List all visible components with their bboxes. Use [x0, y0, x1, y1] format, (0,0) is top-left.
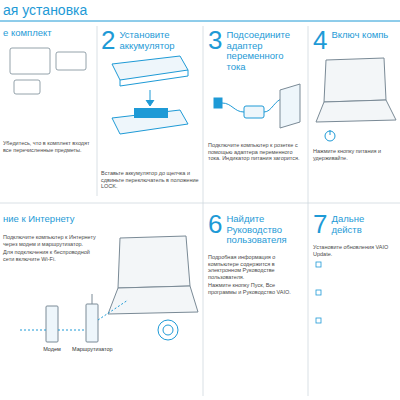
step-heading: е комплект: [3, 26, 52, 39]
step-panel: 2Установите аккумуляторВставьте аккумуля…: [101, 28, 199, 190]
step-body: Убедитесь, что в комплект входят все пер…: [3, 39, 93, 154]
step-number: 3: [208, 28, 222, 52]
step-body: Вставьте аккумулятор до щелчка и сдвиньт…: [101, 52, 199, 190]
step-heading: Включ компь: [331, 28, 388, 41]
body-text: Подключите компьютер к Интернету через м…: [3, 234, 101, 247]
device-label: Маршрутизатор: [72, 346, 112, 353]
body-text: Для подключения к беспроводной сети вклю…: [3, 249, 101, 262]
step-number: 2: [101, 28, 115, 52]
step-header: ние к Интернету: [3, 212, 101, 225]
adapter-figure: [214, 84, 300, 128]
step-panel: 6Найдите Руководство пользователяПодробн…: [208, 212, 304, 296]
step-panel: 4 Включ компьНажмите кнопку питания и уде…: [313, 28, 397, 161]
step-header: 6Найдите Руководство пользователя: [208, 212, 304, 246]
body-text: Убедитесь, что в комплект входят все пер…: [3, 140, 93, 153]
step-panel: 7Дальне действУстановите обновления VAIO…: [313, 212, 397, 257]
step-number: 4: [313, 28, 327, 52]
package-contents: [10, 48, 86, 94]
step-body: Подключите компьютер к розетке с помощью…: [208, 72, 304, 162]
panel-dividers: [0, 26, 400, 396]
step-number: 7: [313, 212, 327, 236]
page-title: ая установка: [3, 2, 87, 18]
step-panel: 3Подсоедините адаптер переменного токаПо…: [208, 28, 304, 162]
step-body: Подробная информация о компьютере содерж…: [208, 246, 304, 296]
step-heading: Дальне действ: [331, 212, 397, 235]
step-number: 6: [208, 212, 222, 236]
body-text: Нажмите кнопку Пуск, Все программы и Рук…: [208, 282, 304, 295]
step-body: Нажмите кнопку питания и удерживайте.: [313, 52, 397, 161]
step-heading: ние к Интернету: [3, 212, 75, 225]
step-header: 7Дальне действ: [313, 212, 397, 236]
step-panel: ние к ИнтернетуПодключите компьютер к Ин…: [3, 212, 101, 262]
body-text: Нажмите кнопку питания и удерживайте.: [313, 148, 397, 161]
step-header: е комплект: [3, 26, 93, 39]
step-heading: Подсоедините адаптер переменного тока: [226, 28, 304, 72]
step-heading: Установите аккумулятор: [119, 28, 199, 51]
body-text: Вставьте аккумулятор до щелчка и сдвиньт…: [101, 170, 199, 190]
step-header: 3Подсоедините адаптер переменного тока: [208, 28, 304, 72]
laptop-power-figure: [316, 58, 396, 141]
step-header: 4 Включ компь: [313, 28, 397, 52]
battery-figure: [112, 56, 188, 134]
body-text: Подробная информация о компьютере содерж…: [208, 254, 304, 280]
step-body: Подключите компьютер к Интернету через м…: [3, 225, 101, 263]
device-label: Модем: [36, 346, 68, 353]
step-heading: Найдите Руководство пользователя: [226, 212, 304, 246]
header-rule: [0, 21, 400, 22]
checklist-boxes: [316, 262, 321, 323]
step-body: Установите обновления VAIO Update.: [313, 236, 397, 257]
body-text: Установите обновления VAIO Update.: [313, 244, 397, 257]
step-header: 2Установите аккумулятор: [101, 28, 199, 52]
step-panel: е комплектУбедитесь, что в комплект вход…: [3, 26, 93, 153]
body-text: Подключите компьютер к розетке с помощью…: [208, 142, 304, 162]
